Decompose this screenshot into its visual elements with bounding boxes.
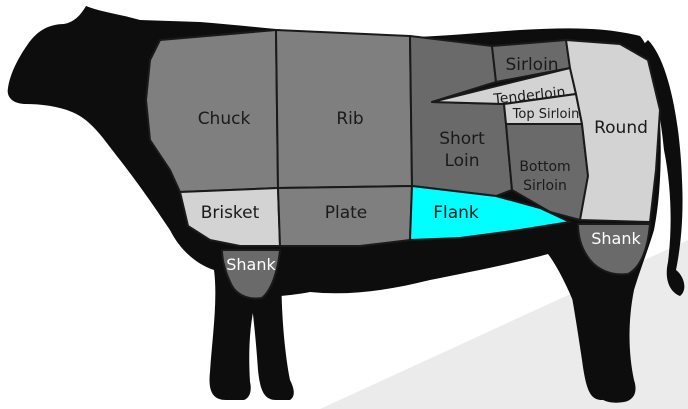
label-bottom-sirloin-2: Sirloin [523,178,567,194]
label-hind-shank: Shank [591,229,641,248]
label-chuck: Chuck [198,109,251,129]
label-fore-shank: Shank [226,255,276,274]
label-plate: Plate [325,203,368,223]
label-flank: Flank [433,203,479,223]
label-top-sirloin: Top Sirloin [512,107,580,122]
label-bottom-sirloin-1: Bottom [519,159,570,175]
label-sirloin: Sirloin [505,55,558,75]
label-short-loin-1: Short [439,129,485,149]
label-round: Round [594,118,648,138]
label-rib: Rib [336,109,363,129]
label-brisket: Brisket [201,203,260,223]
label-short-loin-2: Loin [444,151,479,171]
